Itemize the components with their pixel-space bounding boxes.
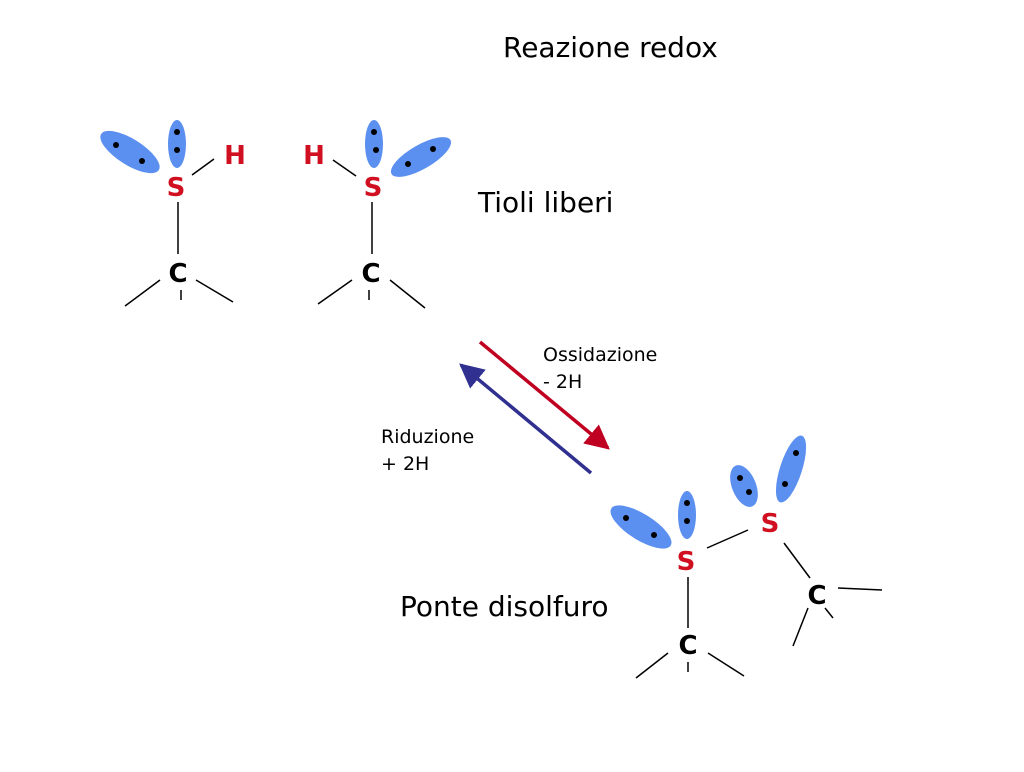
carbon-atom: C bbox=[168, 259, 187, 289]
oxidation-arrow bbox=[478, 340, 610, 450]
reduction-label: Riduzione bbox=[381, 426, 475, 448]
lone-pair-orbital bbox=[678, 491, 696, 539]
hydrogen-atom: H bbox=[224, 141, 246, 171]
c-bond bbox=[389, 279, 426, 309]
lone-pair-orbital bbox=[730, 465, 758, 507]
c-bond bbox=[707, 652, 745, 677]
free-thiols-label: Tioli liberi bbox=[478, 186, 614, 219]
c-bond bbox=[195, 279, 234, 303]
c-bond bbox=[837, 587, 883, 591]
s-h-bond bbox=[332, 159, 357, 177]
hydrogen-atom: H bbox=[303, 141, 325, 171]
s-c-bond bbox=[783, 542, 811, 579]
oxidation-change-label: - 2H bbox=[543, 371, 583, 393]
disulfide-molecule: S S C C bbox=[610, 435, 883, 679]
c-bond bbox=[124, 279, 161, 307]
reduction-change-label: + 2H bbox=[381, 453, 430, 475]
c-bond bbox=[792, 607, 809, 647]
carbon-atom: C bbox=[678, 631, 697, 661]
c-bond bbox=[635, 652, 669, 679]
sulfur-atom: S bbox=[761, 509, 780, 539]
oxidation-label-group: Ossidazione - 2H bbox=[543, 342, 657, 396]
page-title: Reazione redox bbox=[503, 31, 718, 64]
lone-pair-orbital bbox=[610, 505, 672, 549]
carbon-atom: C bbox=[361, 259, 380, 289]
lone-pair-orbital bbox=[390, 137, 452, 177]
disulfide-bridge-label: Ponte disolfuro bbox=[400, 590, 609, 623]
sulfur-atom: S bbox=[364, 173, 383, 203]
carbon-atom: C bbox=[807, 581, 826, 611]
thiol-molecule-left: S H C bbox=[100, 120, 246, 307]
lone-pair-orbital bbox=[100, 130, 160, 174]
s-h-bond bbox=[191, 158, 215, 176]
lone-pair-orbital bbox=[168, 120, 186, 168]
lone-pair-orbital bbox=[775, 435, 807, 503]
sulfur-atom: S bbox=[167, 173, 186, 203]
sulfur-atom: S bbox=[677, 547, 696, 577]
oxidation-label: Ossidazione bbox=[543, 344, 658, 366]
c-bond bbox=[317, 279, 353, 305]
c-bond bbox=[824, 607, 834, 619]
lone-pair-orbital bbox=[365, 120, 383, 168]
s-s-bond bbox=[706, 529, 749, 549]
thiol-molecule-right: S H C bbox=[303, 120, 452, 309]
reduction-arrow bbox=[459, 363, 593, 475]
reduction-label-group: Riduzione + 2H bbox=[381, 424, 474, 478]
